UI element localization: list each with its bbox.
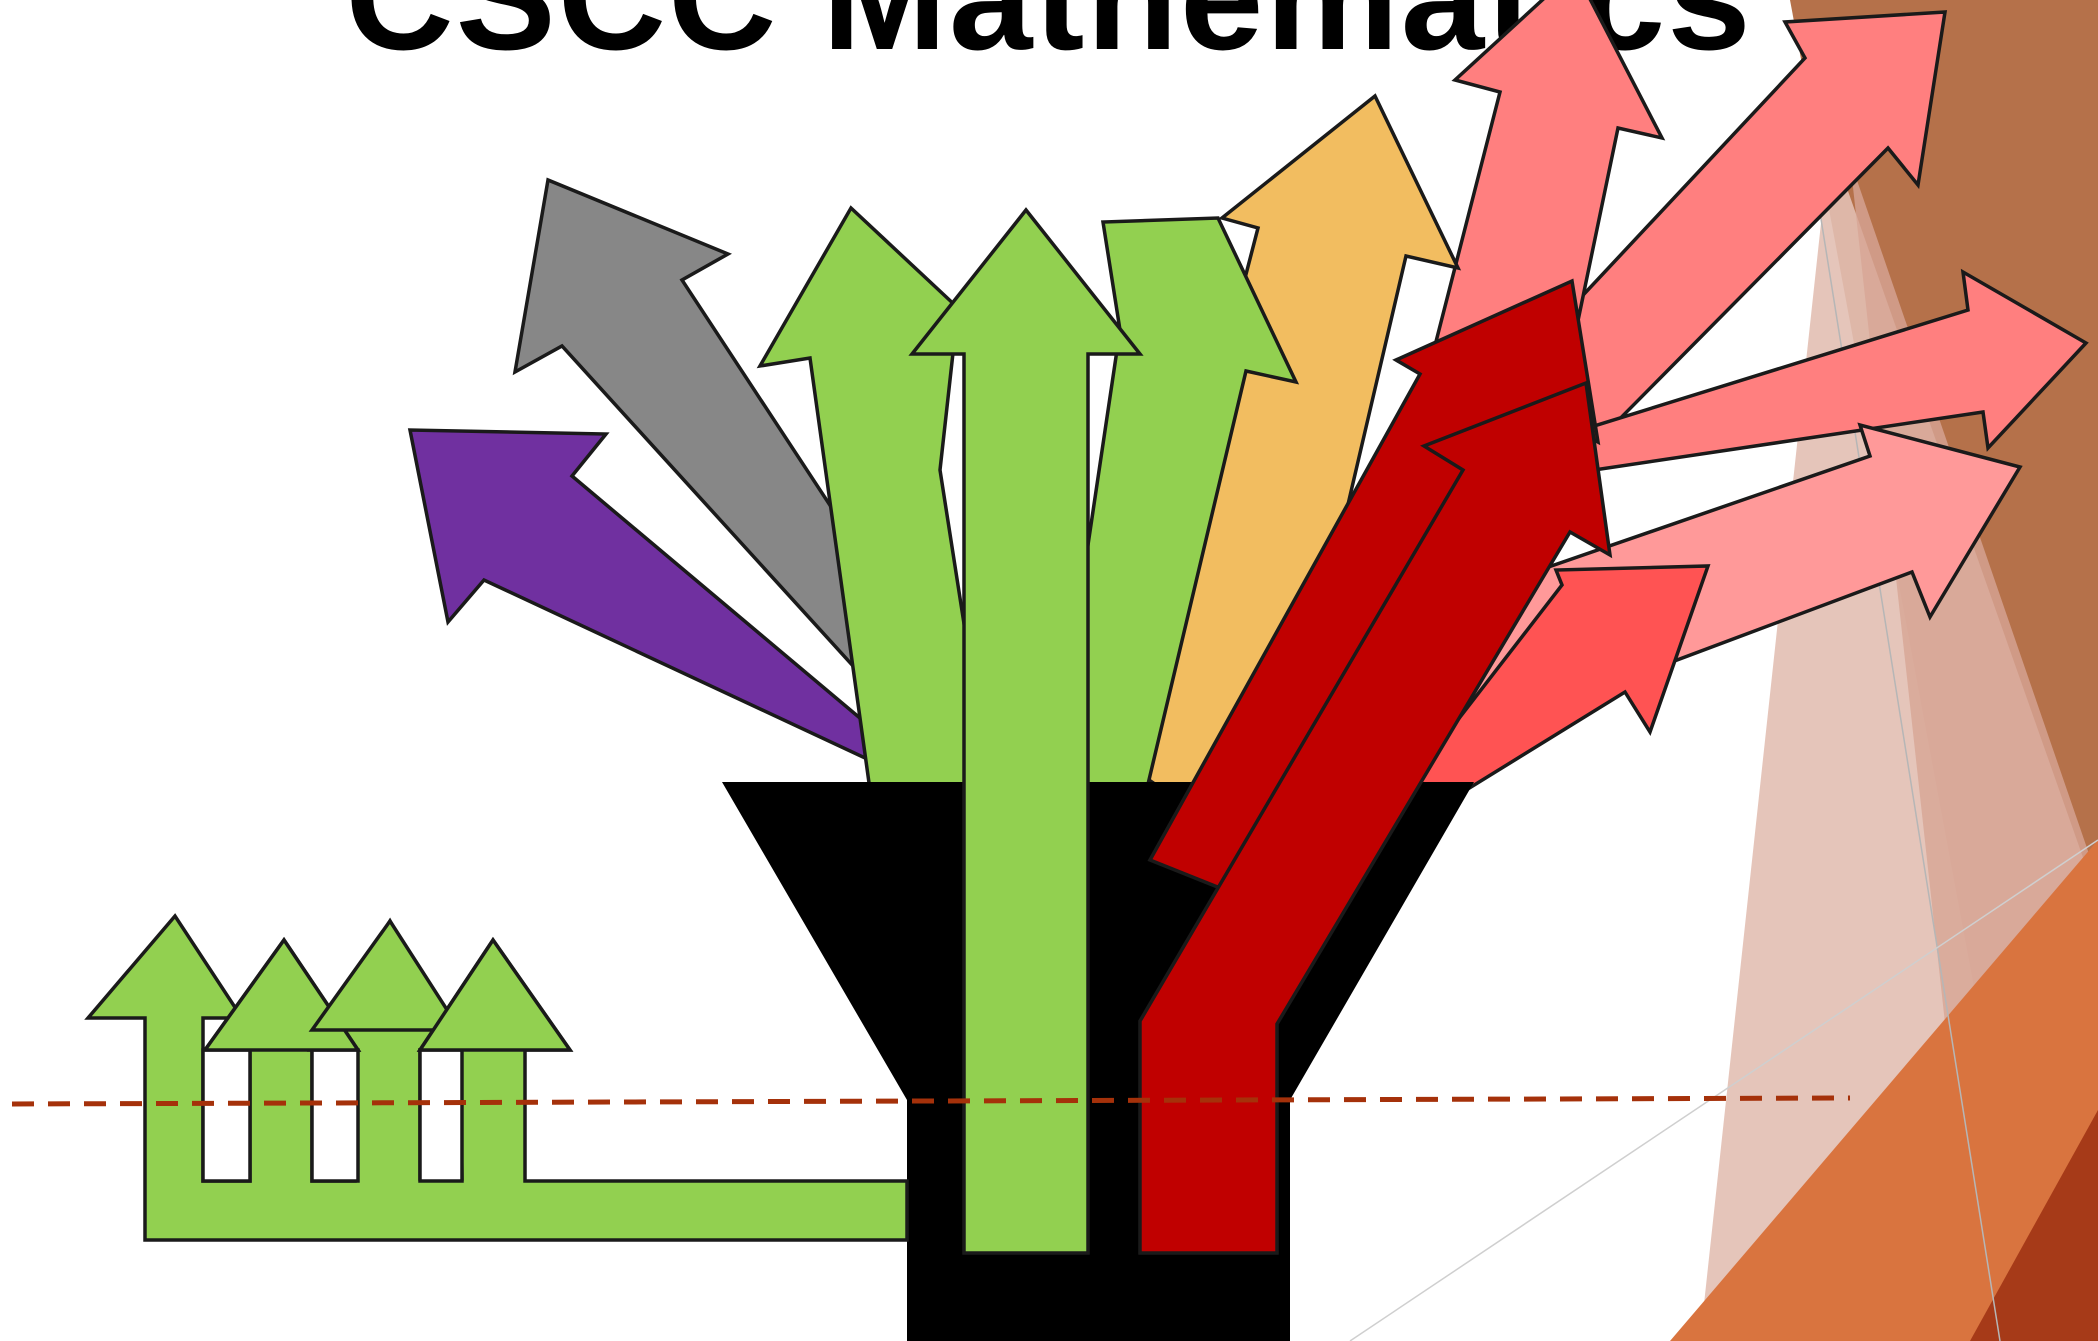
green-arrow-slot-1 <box>201 1048 252 1183</box>
theme-thin-line-2 <box>1349 839 2098 1341</box>
green-arrow-slot-3 <box>418 1048 464 1183</box>
dark-red-arrow-main <box>1138 380 1613 1255</box>
green-small-arrow-head-3 <box>308 917 464 1032</box>
green-small-arrow-head-4 <box>416 936 574 1052</box>
dashed-threshold-line <box>11 1095 1851 1107</box>
theme-rust-triangle <box>1970 1110 2098 1341</box>
theme-orange-triangle <box>1670 840 2098 1341</box>
coral-arrow <box>1363 564 1711 842</box>
green-arrow-right <box>1048 216 1300 864</box>
green-arrow-slot-2 <box>310 1048 360 1183</box>
green-arrow-center <box>908 207 1144 1255</box>
